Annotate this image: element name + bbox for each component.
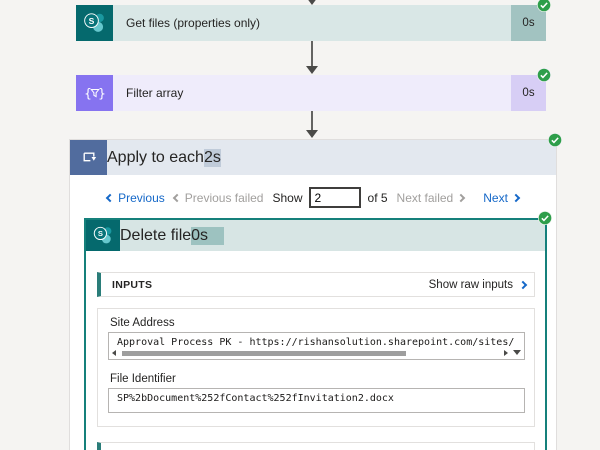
chevron-right-icon xyxy=(511,193,521,202)
iteration-pagination: Previous Previous failed Show of 5 Next … xyxy=(70,187,556,208)
inputs-panel-body: Site Address Approval Process PK - https… xyxy=(97,308,535,427)
chevron-left-icon xyxy=(105,193,115,202)
scroll-right-arrow-icon[interactable] xyxy=(504,350,508,356)
previous-failed-button[interactable]: Previous failed xyxy=(172,190,264,205)
action-card-filter-array[interactable]: { } Filter array 0s xyxy=(76,68,551,111)
action-card-delete-file[interactable]: S Delete file 0s xyxy=(86,220,545,251)
svg-text:{: { xyxy=(84,85,92,100)
chevron-right-icon xyxy=(518,280,528,289)
action-title: Delete file xyxy=(120,226,192,244)
action-card-delete-file-container: S Delete file 0s INPUTS Show raw inputs xyxy=(84,211,552,450)
site-address-field[interactable]: Approval Process PK - https://rishansolu… xyxy=(108,332,525,360)
outputs-panel-header xyxy=(97,442,535,450)
file-identifier-value: SP%2bDocument%252fContact%252fInvitation… xyxy=(117,393,394,404)
svg-text:S: S xyxy=(97,229,102,238)
inputs-title: INPUTS xyxy=(112,278,153,291)
success-check-icon xyxy=(548,133,562,147)
apply-to-each-loop-icon xyxy=(70,140,107,175)
file-identifier-label: File Identifier xyxy=(110,373,176,385)
chevron-right-icon xyxy=(456,193,466,202)
sharepoint-icon: S xyxy=(86,220,120,251)
duration-badge: 0s xyxy=(191,226,225,245)
action-card-apply-to-each[interactable]: Apply to each 2s xyxy=(70,140,556,175)
iteration-index-input[interactable] xyxy=(308,187,361,208)
chevron-left-icon xyxy=(172,193,182,202)
connector-arrow xyxy=(304,41,320,75)
previous-failed-label: Previous failed xyxy=(184,190,264,205)
next-failed-button[interactable]: Next failed xyxy=(396,190,466,205)
connector-arrow xyxy=(304,111,320,139)
scrollbar-thumb[interactable] xyxy=(122,351,406,356)
show-raw-inputs-label: Show raw inputs xyxy=(428,278,513,291)
horizontal-scrollbar[interactable] xyxy=(112,350,521,357)
site-address-label: Site Address xyxy=(110,317,175,329)
filter-array-icon: { } xyxy=(76,75,113,111)
scroll-left-arrow-icon[interactable] xyxy=(112,350,116,356)
show-raw-inputs-link[interactable]: Show raw inputs xyxy=(428,278,528,291)
next-failed-label: Next failed xyxy=(396,190,454,205)
action-card-get-files[interactable]: S Get files (properties only) 0s xyxy=(76,0,551,41)
show-label: Show xyxy=(272,190,303,205)
svg-text:S: S xyxy=(88,16,94,26)
file-identifier-field[interactable]: SP%2bDocument%252fContact%252fInvitation… xyxy=(108,388,525,413)
duration-badge: 2s xyxy=(203,148,221,167)
previous-button[interactable]: Previous xyxy=(105,190,165,205)
site-address-value: Approval Process PK - https://rishansolu… xyxy=(117,337,515,348)
success-check-icon xyxy=(537,0,551,12)
svg-text:}: } xyxy=(98,85,106,100)
previous-label: Previous xyxy=(118,190,165,205)
next-label: Next xyxy=(483,190,508,205)
scroll-down-arrow-icon[interactable] xyxy=(513,350,521,355)
action-title: Apply to each xyxy=(107,148,204,166)
duration-badge: 0s xyxy=(511,75,546,111)
inputs-panel-header: INPUTS Show raw inputs xyxy=(97,272,535,297)
sharepoint-icon: S xyxy=(76,5,113,41)
action-title: Get files (properties only) xyxy=(126,16,261,30)
duration-badge: 0s xyxy=(511,5,546,41)
success-check-icon xyxy=(538,211,552,225)
success-check-icon xyxy=(537,68,551,82)
connector-arrow xyxy=(304,0,320,6)
of-total-label: of 5 xyxy=(367,190,388,205)
action-title: Filter array xyxy=(126,86,184,100)
next-button[interactable]: Next xyxy=(483,190,521,205)
apply-to-each-container: Apply to each 2s Previous Previous faile… xyxy=(69,133,562,450)
